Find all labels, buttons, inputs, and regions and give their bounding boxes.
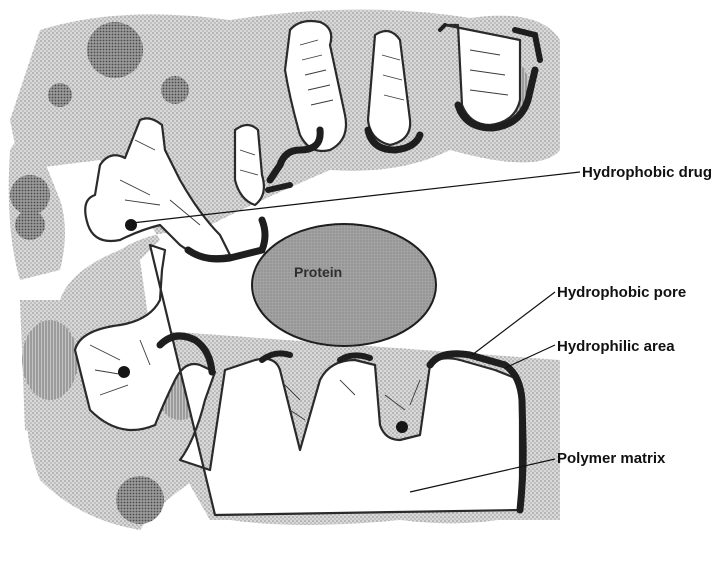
label-hydrophilic-area: Hydrophilic area	[557, 338, 675, 355]
drug-molecule	[396, 421, 408, 433]
labels: Hydrophobic drug Hydrophobic pore Hydrop…	[557, 164, 712, 467]
protein-label: Protein	[294, 264, 342, 280]
protein: Protein	[252, 224, 436, 346]
leader-hydrophobic-pore	[472, 292, 555, 355]
label-hydrophobic-drug: Hydrophobic drug	[582, 164, 712, 181]
drug-molecule	[125, 219, 137, 231]
drug-molecule	[118, 366, 130, 378]
label-hydrophobic-pore: Hydrophobic pore	[557, 284, 686, 301]
label-polymer-matrix: Polymer matrix	[557, 450, 666, 467]
